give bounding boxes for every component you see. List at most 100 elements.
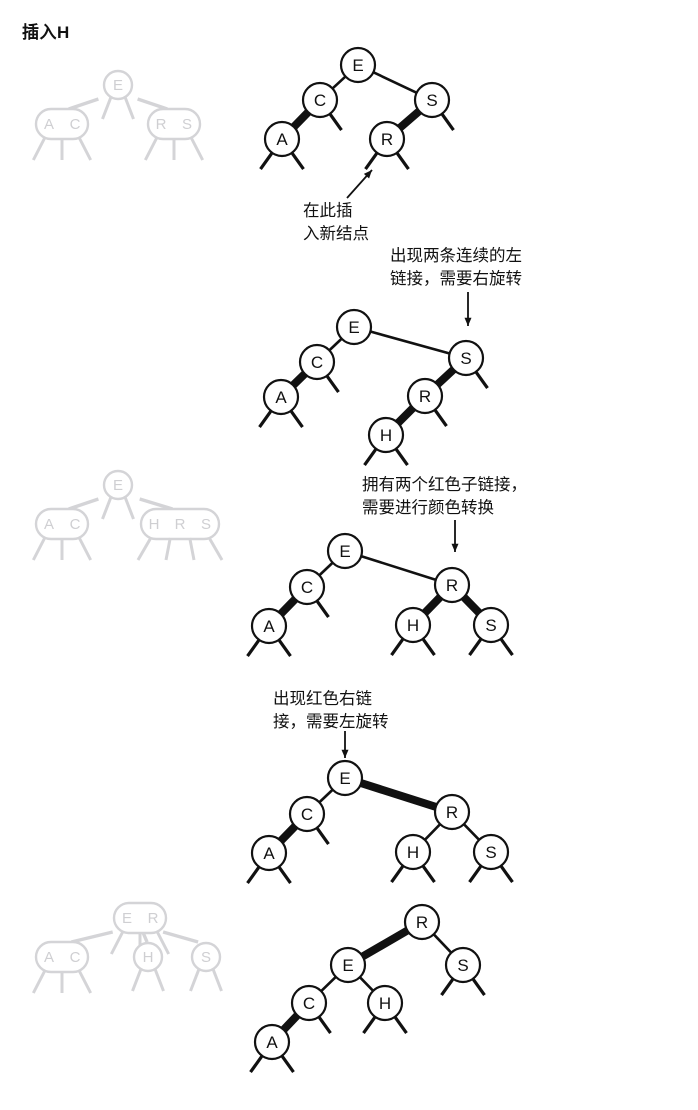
tree-step-1-node-label-S: S [426, 91, 437, 110]
tree-step-4-node-label-H: H [407, 843, 419, 862]
tree-step-5-node-R[interactable] [403, 903, 441, 941]
ghost-tree-1-ghost-stub-2 [77, 137, 93, 161]
tree-step-4-node-A[interactable] [250, 834, 288, 872]
ghost-tree-1-ghost-node-RS [146, 107, 202, 141]
tree-step-5-node-E[interactable] [329, 946, 367, 984]
ghost-tree-1-ghost-stub-0 [143, 137, 159, 161]
ghost-tree-1-ghost-node-E [102, 69, 134, 101]
tree-step-5-link-E-C-black [319, 975, 338, 993]
tree-step-2-node-H[interactable] [367, 416, 405, 454]
tree-step-2-null-stub-H-0 [363, 446, 379, 467]
tree-step-3-node-label-R: R [446, 576, 458, 595]
arrow-to-e-node-head [341, 749, 349, 758]
tree-step-3-node-label-H: H [407, 616, 419, 635]
ghost-tree-1-ghost-stub-0 [101, 96, 113, 120]
tree-step-3-node-label-A: A [263, 617, 275, 636]
tree-step-5-node-H[interactable] [366, 984, 404, 1022]
tree-step-4-node-E[interactable] [326, 759, 364, 797]
ghost-tree-2-ghost-link [139, 497, 174, 511]
tree-step-2-node-label-A: A [275, 388, 287, 407]
ghost-tree-2-ghost-stub-1 [164, 537, 172, 561]
tree-step-2-node-label-H: H [380, 426, 392, 445]
tree-step-4-node-R[interactable] [433, 793, 471, 831]
tree-step-2-node-S[interactable] [447, 339, 485, 377]
tree-step-5-link-R-E-red [359, 926, 411, 961]
tree-step-3-node-E[interactable] [326, 532, 364, 570]
ghost-tree-2-ghost-stub-0 [136, 537, 153, 561]
ghost-tree-3-ghost-stub-0 [31, 970, 47, 994]
tree-step-1-node-R[interactable] [368, 120, 406, 158]
page-title: 插入H [22, 23, 70, 42]
tree-step-4-node-label-S: S [485, 843, 496, 862]
tree-step-2-node-label-S: S [460, 349, 471, 368]
arrow-insert-point-shaft [346, 169, 373, 199]
annotation-red-right-link: 出现红色右链 接，需要左旋转 [273, 690, 389, 731]
tree-step-3-node-C[interactable] [288, 568, 326, 606]
ghost-tree-1-ghost-stub-0 [31, 137, 47, 161]
tree-step-5-node-label-C: C [303, 994, 315, 1013]
tree-step-4-node-S[interactable] [472, 833, 510, 871]
tree-step-4-node-H[interactable] [394, 833, 432, 871]
ghost-tree-3-ghost-label-E: E [122, 910, 132, 927]
ghost-tree-2-ghost-stub-0 [31, 537, 47, 561]
tree-step-5-null-stub-S-1 [470, 976, 486, 997]
ghost-tree-2-ghost-node-HRS [139, 507, 221, 541]
ghost-tree-2-ghost-stub-0 [101, 496, 113, 520]
ghost-tree-1-ghost-link [137, 97, 168, 111]
annotation-insert-here: 在此插 入新结点 [303, 202, 369, 243]
tree-step-4-node-label-A: A [263, 844, 275, 863]
tree-step-2-node-R[interactable] [406, 377, 444, 415]
tree-step-5-node-S[interactable] [444, 946, 482, 984]
tree-step-5-node-label-A: A [266, 1033, 278, 1052]
tree-step-3-node-S[interactable] [472, 606, 510, 644]
tree-step-3-node-H[interactable] [394, 606, 432, 644]
tree-step-4-node-C[interactable] [288, 795, 326, 833]
tree-step-3-node-A[interactable] [250, 607, 288, 645]
tree-step-4-null-stub-A-1 [276, 864, 292, 885]
tree-step-3-null-stub-S-0 [468, 636, 484, 657]
tree-step-4-null-stub-H-0 [390, 863, 406, 884]
tree-step-2-node-E[interactable] [335, 308, 373, 346]
ghost-tree-2-ghost-node-AC [34, 507, 90, 541]
tree-step-5-node-A[interactable] [253, 1023, 291, 1061]
tree-step-2-node-label-R: R [419, 387, 431, 406]
ghost-tree-2-ghost-link [68, 497, 99, 511]
ghost-tree-2-ghost-label-E: E [113, 477, 123, 494]
arrow-insert-point-head [363, 170, 372, 179]
arrow-to-r-node-head [451, 543, 459, 552]
ghost-tree-2-ghost-label-A: A [44, 516, 54, 533]
tree-step-2-null-stub-R-0 [432, 407, 448, 428]
tree-step-3-link-C-A-red [277, 595, 299, 618]
tree-step-1-node-A[interactable] [263, 120, 301, 158]
tree-step-4-node-label-E: E [339, 769, 350, 788]
tree-step-4-null-stub-A-0 [246, 864, 262, 885]
tree-step-5-node-label-H: H [379, 994, 391, 1013]
tree-step-5-node-label-E: E [342, 956, 353, 975]
ghost-tree-1-ghost-node-AC [34, 107, 90, 141]
annotation-two-left-links: 出现两条连续的左 链接，需要右旋转 [390, 247, 522, 288]
tree-step-2-null-stub-A-1 [288, 408, 304, 429]
tree-step-2-null-stub-C-0 [324, 373, 340, 394]
tree-step-2-node-C[interactable] [298, 343, 336, 381]
tree-step-1-node-label-R: R [381, 130, 393, 149]
ghost-tree-3-ghost-stub-1 [153, 968, 165, 992]
ghost-tree-2-ghost-stub-2 [77, 537, 93, 561]
tree-step-3-node-R[interactable] [433, 566, 471, 604]
tree-step-5-node-C[interactable] [290, 984, 328, 1022]
tree-step-2-node-A[interactable] [262, 378, 300, 416]
tree-step-1-link-C-A-red [290, 108, 312, 131]
tree-step-1-node-S[interactable] [413, 81, 451, 119]
ghost-tree-3-ghost-label-R: R [148, 910, 159, 927]
tree-step-5-null-stub-A-1 [279, 1053, 295, 1074]
tree-step-3-node-label-S: S [485, 616, 496, 635]
tree-step-1-node-label-E: E [352, 56, 363, 75]
tree-step-4-link-C-A-red [277, 822, 299, 845]
ghost-tree-3-ghost-label-S: S [201, 949, 211, 966]
tree-step-1-node-E[interactable] [339, 46, 377, 84]
arrow-to-s-node-head [464, 317, 472, 326]
ghost-tree-2-ghost-node-E [102, 469, 134, 501]
tree-step-1-node-C[interactable] [301, 81, 339, 119]
ghost-tree-3-ghost-node-ER [112, 901, 168, 935]
